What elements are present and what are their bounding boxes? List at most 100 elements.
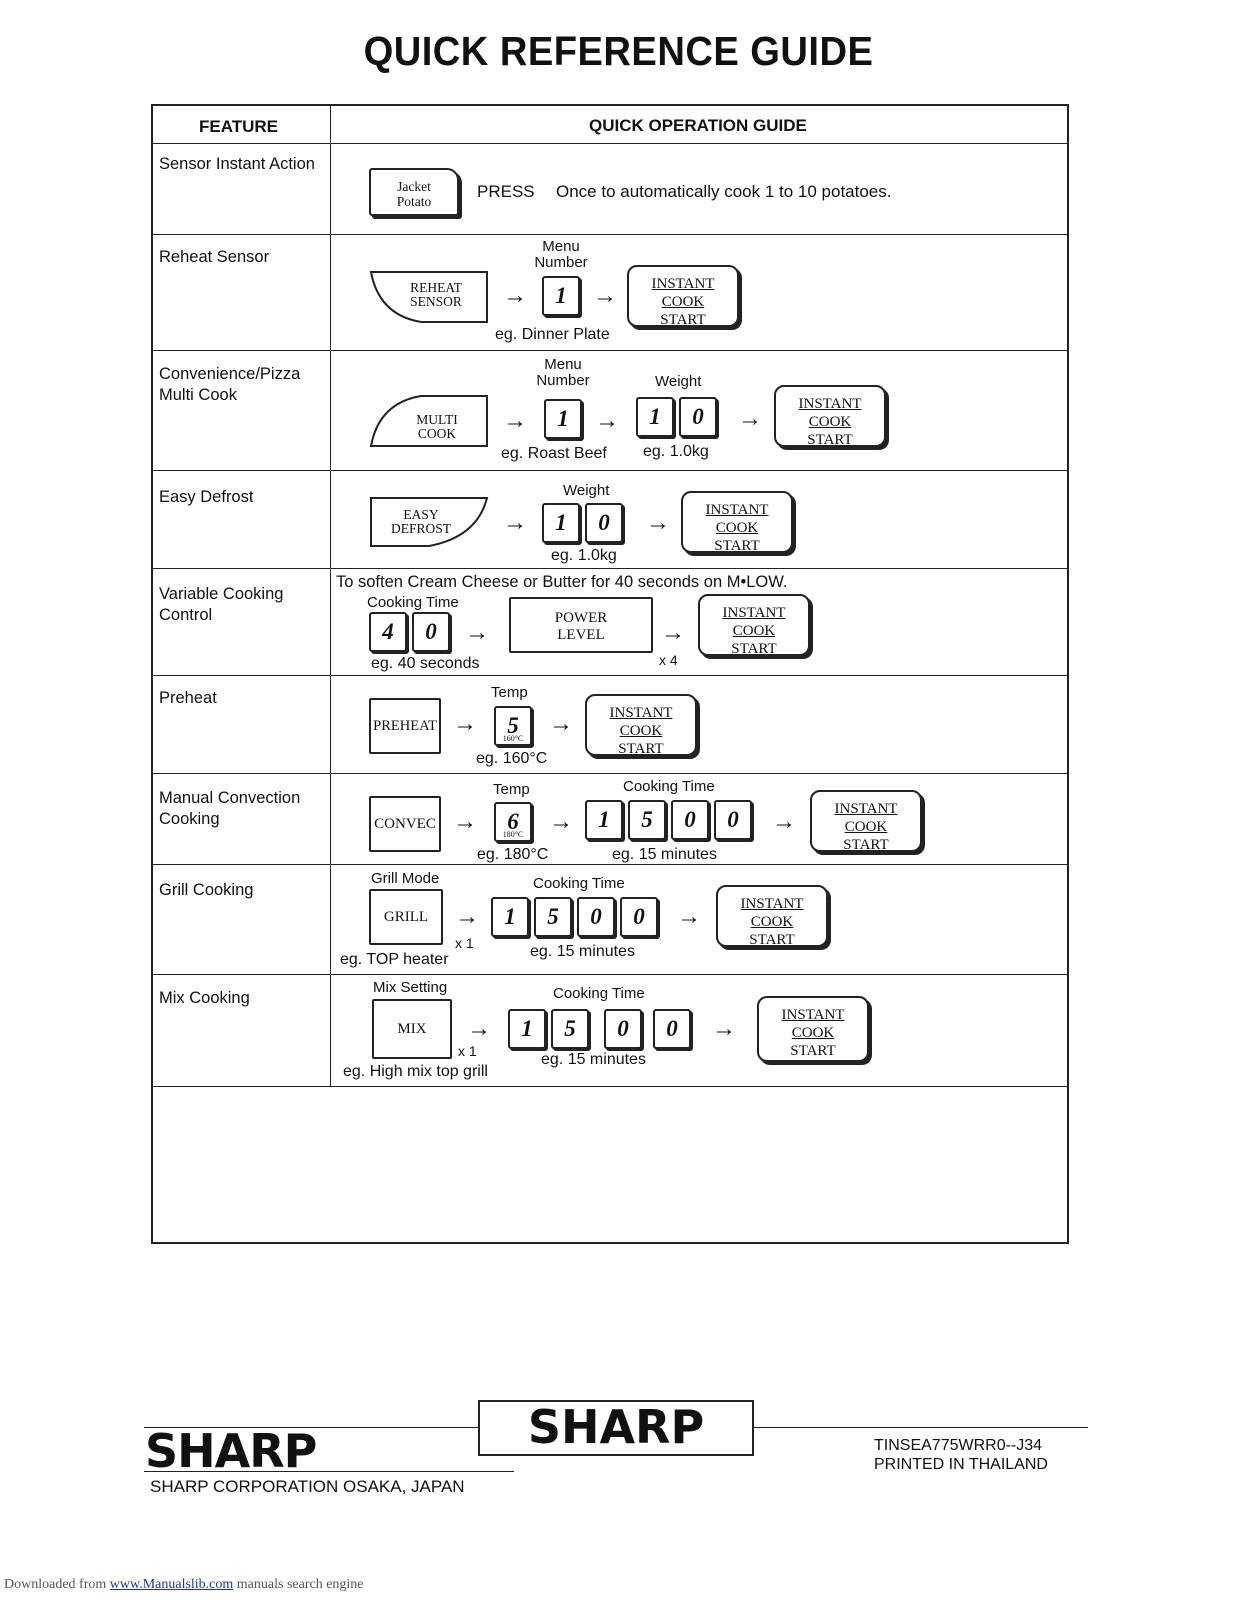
variable-cooking-note: To soften Cream Cheese or Butter for 40 … bbox=[336, 573, 788, 591]
menu-number-key[interactable]: 1 bbox=[542, 276, 580, 316]
arrow-icon: → bbox=[661, 619, 685, 646]
cooking-time-example: eg. 15 minutes bbox=[530, 943, 635, 960]
grill-mode-example: eg. TOP heater bbox=[340, 951, 449, 968]
download-prefix: Downloaded from bbox=[4, 1577, 107, 1592]
key-label: DEFROST bbox=[390, 521, 451, 536]
cooking-time-digit-key[interactable]: 5 bbox=[551, 1009, 589, 1049]
feature-line: Variable Cooking bbox=[159, 585, 284, 603]
instant-cook-label: INSTANT COOK bbox=[705, 502, 769, 536]
weight-label: Weight bbox=[563, 482, 610, 499]
cooking-time-digit-key[interactable]: 0 bbox=[620, 897, 658, 937]
manualslib-link[interactable]: www.Manualslib.com bbox=[109, 1577, 234, 1592]
cooking-time-label: Cooking Time bbox=[553, 985, 645, 1002]
cooking-time-digit-key[interactable]: 0 bbox=[412, 612, 450, 652]
header-quick-operation-guide: QUICK OPERATION GUIDE bbox=[589, 116, 807, 135]
menu-example: eg. Roast Beef bbox=[501, 445, 607, 462]
download-suffix: manuals search engine bbox=[236, 1577, 364, 1592]
instant-cook-start-button[interactable]: INSTANT COOK START bbox=[774, 385, 886, 448]
instant-cook-start-button[interactable]: INSTANT COOK START bbox=[698, 594, 810, 657]
row-easy-defrost: EASY DEFROST → Weight 1 0 → INSTANT COOK… bbox=[331, 471, 1067, 568]
key-label: SENSOR bbox=[410, 294, 462, 309]
key-label: Potato bbox=[396, 194, 432, 209]
convec-key[interactable]: CONVEC bbox=[369, 796, 441, 852]
instant-cook-label: INSTANT COOK bbox=[609, 705, 673, 739]
instant-cook-label: INSTANT COOK bbox=[722, 605, 786, 639]
arrow-icon: → bbox=[593, 282, 617, 309]
weight-digit-key[interactable]: 1 bbox=[542, 503, 580, 543]
multi-cook-key[interactable]: MULTI COOK bbox=[369, 393, 491, 449]
row-divider bbox=[153, 864, 1067, 865]
cooking-time-digit-key[interactable]: 4 bbox=[369, 612, 407, 652]
instant-cook-start-button[interactable]: INSTANT COOK START bbox=[757, 996, 869, 1062]
temp-digit-key[interactable]: 6 180°C bbox=[494, 802, 532, 842]
start-label: START bbox=[790, 1043, 836, 1059]
feature-sensor-instant-action: Sensor Instant Action bbox=[159, 155, 315, 173]
cooking-time-digit-key[interactable]: 1 bbox=[585, 800, 623, 840]
curved-key-shape bbox=[369, 271, 488, 323]
start-label: START bbox=[660, 312, 706, 328]
printed-in-text: PRINTED IN THAILAND bbox=[874, 1456, 1048, 1473]
press-count-label: x 1 bbox=[458, 1043, 477, 1059]
cooking-time-digit-key[interactable]: 1 bbox=[508, 1009, 546, 1049]
weight-digit-key[interactable]: 1 bbox=[636, 397, 674, 437]
sensor-instant-description: Once to automatically cook 1 to 10 potat… bbox=[556, 182, 892, 201]
digit-subtext: 160°C bbox=[502, 734, 524, 743]
arrow-icon: → bbox=[646, 509, 670, 536]
press-count-label: x 1 bbox=[455, 935, 474, 951]
curved-key-shape bbox=[369, 395, 488, 447]
feature-line: Control bbox=[159, 606, 213, 624]
temp-label: Temp bbox=[491, 684, 528, 701]
row-divider bbox=[153, 1086, 1067, 1087]
cooking-time-digit-key[interactable]: 0 bbox=[577, 897, 615, 937]
cooking-time-digit-key[interactable]: 1 bbox=[491, 897, 529, 937]
feature-line: Cooking bbox=[159, 810, 220, 828]
row-sensor-instant-action: Jacket Potato PRESS Once to automaticall… bbox=[331, 144, 1067, 234]
arrow-icon: → bbox=[503, 407, 527, 434]
key-label: LEVEL bbox=[557, 627, 605, 643]
mix-key[interactable]: MIX bbox=[372, 999, 452, 1059]
start-label: START bbox=[618, 741, 664, 757]
download-source: Downloaded from www.Manualslib.com manua… bbox=[4, 1577, 364, 1593]
quick-reference-table: FEATURE QUICK OPERATION GUIDE Sensor Ins… bbox=[151, 104, 1069, 1244]
cooking-time-digit-key[interactable]: 0 bbox=[671, 800, 709, 840]
footer-rule-left bbox=[144, 1427, 478, 1428]
jacket-potato-key[interactable]: Jacket Potato bbox=[369, 168, 459, 216]
reheat-sensor-key[interactable]: REHEAT SENSOR bbox=[369, 269, 491, 325]
instant-cook-start-button[interactable]: INSTANT COOK START bbox=[716, 885, 828, 948]
arrow-icon: → bbox=[738, 405, 762, 432]
power-level-key[interactable]: POWER LEVEL bbox=[509, 597, 653, 653]
weight-digit-key[interactable]: 0 bbox=[585, 503, 623, 543]
start-label: START bbox=[731, 641, 777, 657]
key-label: EASY bbox=[403, 507, 439, 522]
cooking-time-digit-key[interactable]: 0 bbox=[714, 800, 752, 840]
instant-cook-start-button[interactable]: INSTANT COOK START bbox=[627, 265, 739, 328]
digit-value: 6 bbox=[507, 809, 519, 834]
instant-cook-start-button[interactable]: INSTANT COOK START bbox=[585, 694, 697, 757]
menu-number-label: Menu Number bbox=[536, 356, 590, 389]
start-label: START bbox=[807, 432, 853, 448]
sharp-logo: SHARP bbox=[145, 1424, 317, 1478]
cooking-time-digit-key[interactable]: 5 bbox=[628, 800, 666, 840]
row-reheat-sensor: REHEAT SENSOR → Menu Number 1 → INSTANT … bbox=[331, 235, 1067, 350]
weight-digit-key[interactable]: 0 bbox=[679, 397, 717, 437]
feature-line: Manual Convection bbox=[159, 789, 301, 807]
instant-cook-start-button[interactable]: INSTANT COOK START bbox=[681, 491, 793, 554]
key-label: REHEAT bbox=[410, 280, 462, 295]
grill-mode-label: Grill Mode bbox=[371, 870, 440, 887]
start-label: START bbox=[843, 837, 889, 853]
easy-defrost-key[interactable]: EASY DEFROST bbox=[369, 495, 491, 549]
instant-cook-start-button[interactable]: INSTANT COOK START bbox=[810, 790, 922, 853]
row-multi-cook: MULTI COOK → Menu Number 1 → Weight 1 0 … bbox=[331, 351, 1067, 470]
temp-digit-key[interactable]: 5 160°C bbox=[494, 706, 532, 746]
cooking-time-label: Cooking Time bbox=[533, 875, 625, 892]
arrow-icon: → bbox=[503, 509, 527, 536]
cooking-time-digit-key[interactable]: 0 bbox=[604, 1009, 642, 1049]
preheat-key[interactable]: PREHEAT bbox=[369, 698, 441, 754]
grill-key[interactable]: GRILL bbox=[369, 889, 443, 945]
start-label: START bbox=[749, 932, 795, 948]
cooking-time-digit-key[interactable]: 0 bbox=[653, 1009, 691, 1049]
cooking-time-digit-key[interactable]: 5 bbox=[534, 897, 572, 937]
row-grill-cooking: Grill Mode GRILL x 1 → Cooking Time 1 5 … bbox=[331, 865, 1067, 974]
menu-number-key[interactable]: 1 bbox=[544, 399, 582, 439]
key-label: COOK bbox=[417, 426, 457, 441]
